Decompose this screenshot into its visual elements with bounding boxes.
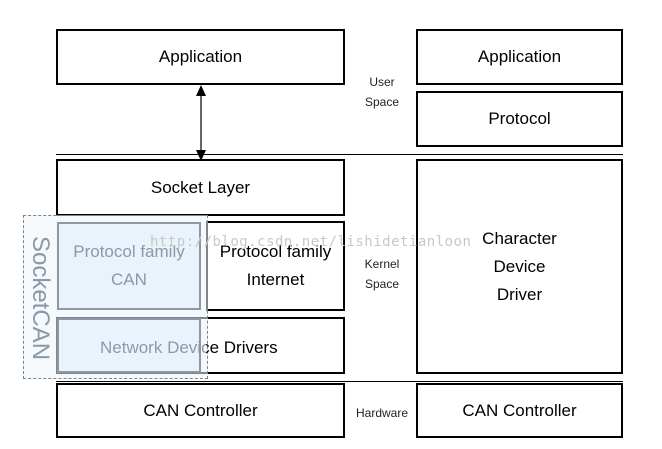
bidirectional-arrow (196, 85, 206, 161)
socket-layer-box: Socket Layer (56, 159, 345, 216)
protocol-family-internet-box: Protocol family Internet (206, 221, 345, 311)
left-can-controller-box: CAN Controller (56, 383, 345, 438)
user-kernel-separator (56, 154, 623, 155)
user-space-label: User Space (364, 75, 400, 109)
protocol-box: Protocol (416, 91, 623, 147)
kernel-space-label: Kernel Space (364, 257, 400, 291)
character-device-driver-label: Character Device Driver (482, 228, 557, 304)
protocol-label: Protocol (488, 109, 551, 128)
hardware-label: Hardware (355, 406, 409, 420)
protocol-family-can-label: Protocol family CAN (73, 242, 185, 289)
kernel-hardware-separator (56, 381, 623, 382)
character-device-driver-box: Character Device Driver (416, 159, 623, 374)
socket-layer-label: Socket Layer (150, 177, 251, 197)
protocol-family-can-box: Protocol family CAN (57, 222, 201, 310)
right-can-controller-label: CAN Controller (462, 400, 577, 420)
network-device-drivers-label: Network Device Drivers (100, 335, 278, 361)
right-application-label: Application (477, 47, 562, 66)
socketcan-driver-box (57, 318, 201, 373)
right-can-controller-box: CAN Controller (416, 383, 623, 438)
watermark-text: http://blog.csdn.net/lishidetianloon (150, 234, 472, 250)
protocol-family-internet-label: Protocol family Internet (219, 242, 332, 289)
socketcan-label: SocketCAN (27, 235, 54, 361)
left-application-box: Application (56, 29, 345, 85)
right-application-box: Application (416, 29, 623, 85)
left-application-label: Application (158, 47, 243, 66)
left-can-controller-label: CAN Controller (143, 400, 258, 420)
